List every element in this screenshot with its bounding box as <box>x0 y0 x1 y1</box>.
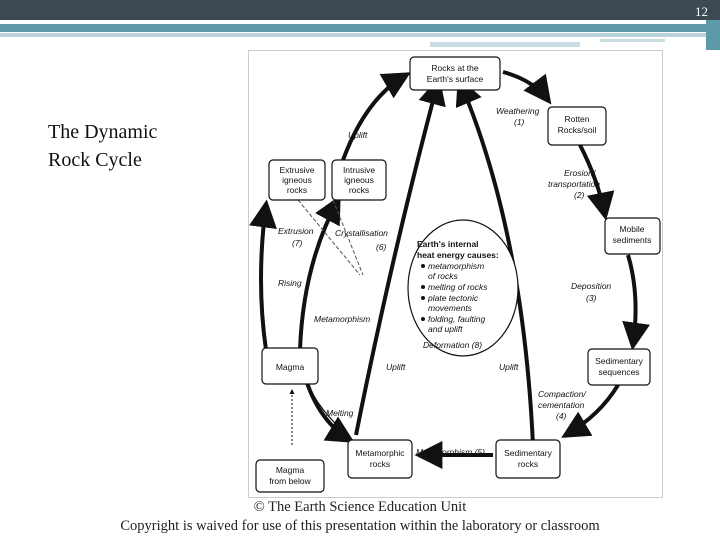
title-line-1: The Dynamic <box>48 121 158 143</box>
credit-line-2: Copyright is waived for use of this pres… <box>120 518 600 534</box>
center-heading-line2: heat energy causes: <box>417 250 499 260</box>
arrow-erosion <box>578 144 615 221</box>
node-intrusive-line3: rocks <box>349 185 369 195</box>
label-melting: Melting <box>326 408 354 418</box>
arrow-weathering <box>502 70 552 105</box>
bullet-dot <box>421 317 425 321</box>
label-weathering: Weathering <box>496 106 540 116</box>
label-metamorphism-5: Metamorphism (5) <box>416 447 485 457</box>
node-intrusive: Intrusive igneous rocks <box>331 159 387 201</box>
node-extrusive-line3: rocks <box>287 185 307 195</box>
center-bullet-3-line2: movements <box>428 303 473 313</box>
node-rotten-line2: Rocks/soil <box>558 125 597 135</box>
label-uplift-top: Uplift <box>348 130 368 140</box>
bullet-dot <box>421 285 425 289</box>
label-step-2: (2) <box>574 190 585 200</box>
center-bullet-4-line2: and uplift <box>428 324 463 334</box>
label-metamorphism: Metamorphism <box>314 314 370 324</box>
arrow-uplift-top <box>341 72 411 161</box>
node-extrusive-line1: Extrusive <box>280 165 315 175</box>
title-line-2: Rock Cycle <box>48 149 142 171</box>
node-sed-seq: Sedimentary sequences <box>587 348 651 386</box>
bullet-dot <box>421 296 425 300</box>
credit-line-1: © The Earth Science Education Unit <box>253 499 467 515</box>
arrow-compaction <box>561 383 620 438</box>
node-extrusive: Extrusive igneous rocks <box>268 159 326 201</box>
corner-tab <box>706 20 720 50</box>
arrow-crystallisation <box>298 195 341 351</box>
label-erosion-line1: Erosion/ <box>564 168 597 178</box>
node-sed-rocks: Sedimentary rocks <box>495 439 561 479</box>
page-number: 12 <box>695 4 708 19</box>
accent-stripe-short <box>430 42 580 47</box>
node-meta-rocks-line1: Metamorphic <box>355 448 405 458</box>
center-bullet-3-line1: plate tectonic <box>427 293 479 303</box>
center-bullet-4-line1: folding, faulting <box>428 314 485 324</box>
node-meta-rocks-line2: rocks <box>370 459 390 469</box>
rock-cycle-diagram: Rocks at the Earth's surface Rotten Rock… <box>248 50 663 498</box>
label-crystallisation: Crystallisation <box>335 228 388 238</box>
center-bullet-1-line2: of rocks <box>428 271 459 281</box>
dashed-intrusion-line <box>332 199 364 276</box>
rock-cycle-svg: Rocks at the Earth's surface Rotten Rock… <box>248 50 663 498</box>
bullet-dot <box>421 264 425 268</box>
node-sed-seq-line1: Sedimentary <box>595 356 643 366</box>
label-step-1: (1) <box>514 117 525 127</box>
node-extrusive-line2: igneous <box>282 175 312 185</box>
node-rotten-line1: Rotten <box>564 114 589 124</box>
node-surface: Rocks at the Earth's surface <box>409 56 501 91</box>
node-surface-line2: Earth's surface <box>427 74 484 84</box>
dashed-extrusion-line <box>297 199 361 276</box>
node-meta-rocks: Metamorphic rocks <box>347 439 413 479</box>
accent-stripe-short-2 <box>600 39 665 42</box>
label-step-3: (3) <box>586 293 597 303</box>
node-mobile: Mobile sediments <box>604 217 661 255</box>
center-heading-line1: Earth's internal <box>417 239 479 249</box>
arrow-metamorphism-thin <box>305 379 349 436</box>
arrow-uplift-right <box>455 76 535 446</box>
node-magma-below-line1: Magma <box>276 465 305 475</box>
center-footer: Deformation (8) <box>423 340 482 350</box>
node-sed-seq-line2: sequences <box>598 367 639 377</box>
label-extrusion: Extrusion <box>278 226 314 236</box>
slide-title: The Dynamic Rock Cycle <box>48 118 238 174</box>
label-uplift-left: Uplift <box>386 362 406 372</box>
node-mobile-line1: Mobile <box>619 224 644 234</box>
node-magma: Magma <box>261 347 319 385</box>
node-intrusive-line1: Intrusive <box>343 165 375 175</box>
accent-stripe <box>0 24 720 32</box>
arrow-uplift-left <box>354 76 446 436</box>
center-bullet-2: melting of rocks <box>428 282 488 292</box>
node-magma-label: Magma <box>276 362 305 372</box>
label-erosion-line2: transportation <box>548 179 600 189</box>
top-bar <box>0 0 720 20</box>
label-deposition: Deposition <box>571 281 611 291</box>
label-rising: Rising <box>278 278 302 288</box>
arrow-rising <box>249 199 277 351</box>
node-mobile-line2: sediments <box>613 235 652 245</box>
internal-heat-ellipse <box>407 219 519 357</box>
node-rotten: Rotten Rocks/soil <box>547 106 607 146</box>
arrow-deposition <box>622 254 650 351</box>
node-magma-below: Magma from below <box>255 459 325 493</box>
node-intrusive-line2: igneous <box>344 175 374 185</box>
node-magma-below-line2: from below <box>269 476 311 486</box>
center-bullet-1-line1: metamorphism <box>428 261 484 271</box>
label-step-7: (7) <box>292 238 303 248</box>
node-sed-rocks-line1: Sedimentary <box>504 448 552 458</box>
label-step-6: (6) <box>376 242 387 252</box>
node-sed-rocks-line2: rocks <box>518 459 538 469</box>
label-compaction-line1: Compaction/ <box>538 389 587 399</box>
accent-stripe-light <box>0 33 720 37</box>
label-step-4: (4) <box>556 411 567 421</box>
label-uplift-right: Uplift <box>499 362 519 372</box>
node-surface-line1: Rocks at the <box>431 63 479 73</box>
label-compaction-line2: cementation <box>538 400 585 410</box>
